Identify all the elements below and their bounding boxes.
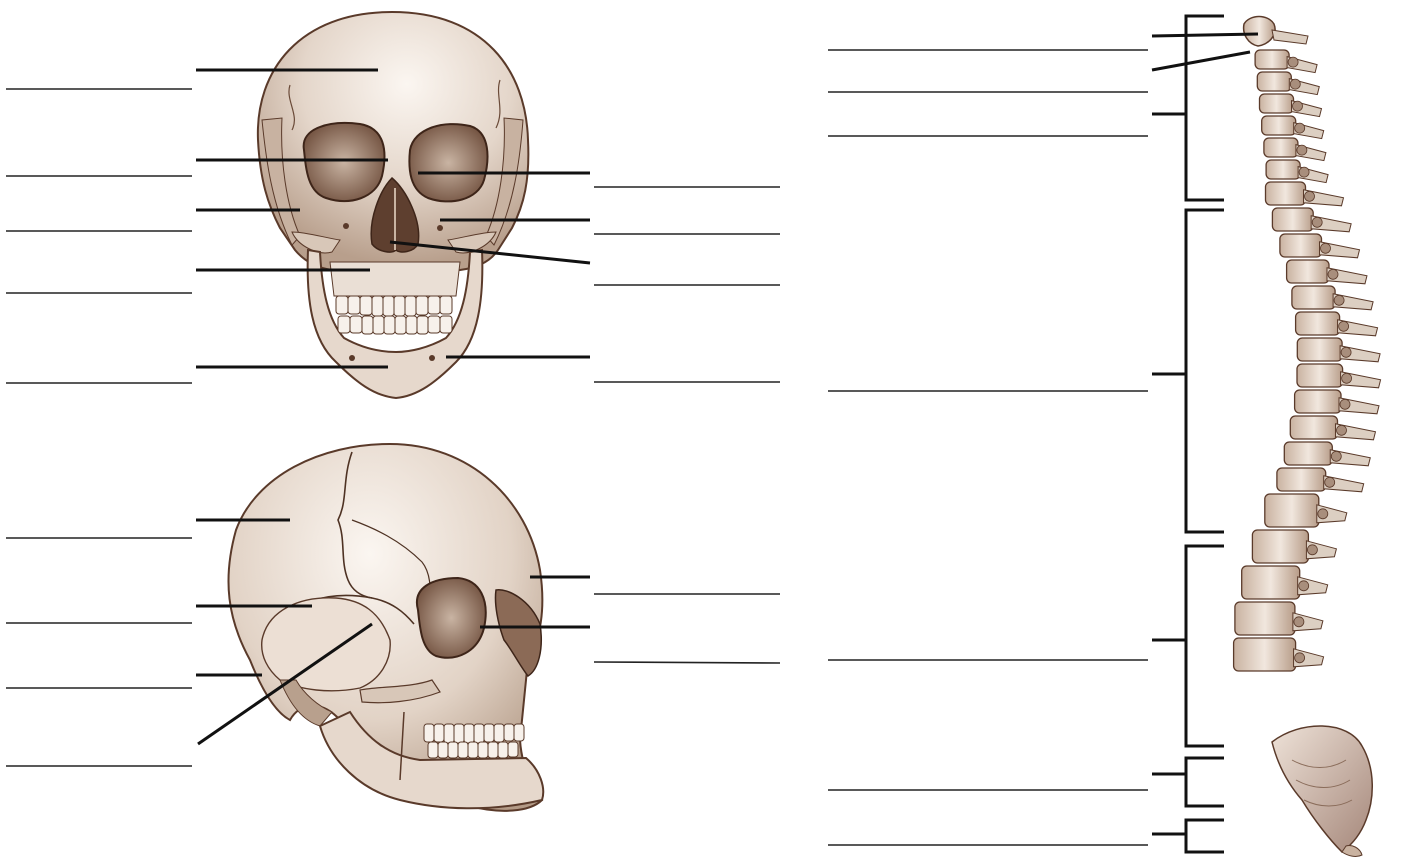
vertebral-body (1257, 72, 1291, 91)
articular-process (1337, 425, 1347, 435)
articular-process (1299, 167, 1309, 177)
vertebral-body (1287, 260, 1329, 283)
vertebral-body (1266, 160, 1300, 179)
articular-process (1321, 243, 1331, 253)
temporal-bone (262, 598, 391, 691)
atlas-vertebra (1244, 17, 1275, 47)
articular-process (1293, 101, 1303, 111)
articular-process (1297, 145, 1307, 155)
leader-line (1152, 34, 1258, 36)
articular-process (1295, 653, 1305, 663)
leader-line (1152, 52, 1250, 70)
articular-process (1305, 191, 1315, 201)
articular-process (1318, 509, 1328, 519)
lumbar-bracket (1152, 546, 1224, 746)
articular-process (1331, 451, 1341, 461)
vertebral-column-illustration (1234, 17, 1381, 672)
vertebral-body (1272, 208, 1313, 231)
vertebral-body (1297, 338, 1342, 361)
lateral-teeth (424, 724, 524, 758)
sacrum (1272, 726, 1372, 852)
articular-process (1341, 347, 1351, 357)
vertebral-body (1297, 364, 1343, 387)
articular-process (1325, 477, 1335, 487)
articular-process (1312, 217, 1322, 227)
articular-process (1307, 545, 1317, 555)
answer-blanks[interactable] (6, 50, 1148, 845)
spinous-process (1272, 30, 1308, 44)
lateral-orbit (417, 578, 486, 658)
vertebral-body (1280, 234, 1322, 257)
vertebral-body (1235, 602, 1295, 635)
sacrum-coccyx (1272, 726, 1372, 856)
articular-process (1334, 295, 1344, 305)
vertebral-body (1295, 390, 1341, 413)
right-orbit (409, 124, 487, 201)
sacral-bracket (1152, 758, 1224, 806)
vertebral-body (1296, 312, 1340, 335)
articular-process (1299, 581, 1309, 591)
vertebral-body (1242, 566, 1300, 599)
left-orbit (304, 123, 385, 201)
articular-process (1288, 57, 1298, 67)
vertebral-body (1234, 638, 1296, 671)
articular-process (1328, 269, 1338, 279)
articular-process (1342, 373, 1352, 383)
vertebral-body (1260, 94, 1294, 113)
vertebral-body (1284, 442, 1332, 465)
vertebral-body (1266, 182, 1306, 205)
articular-process (1339, 321, 1349, 331)
vertebral-body (1265, 494, 1319, 527)
cervical-bracket (1152, 16, 1224, 200)
vertebral-body (1290, 416, 1337, 439)
region-brackets (1152, 16, 1224, 852)
anterior-teeth (336, 296, 452, 334)
vertebral-body (1255, 50, 1289, 69)
vertebral-body (1277, 468, 1326, 491)
vertebral-body (1292, 286, 1335, 309)
articular-process (1290, 79, 1300, 89)
vertebral-body (1264, 138, 1298, 157)
vertebral-body (1252, 530, 1308, 563)
coccygeal-bracket (1152, 820, 1224, 852)
articular-process (1295, 123, 1305, 133)
coccyx (1342, 845, 1362, 856)
articular-process (1340, 399, 1350, 409)
vertebral-body (1262, 116, 1296, 135)
thoracic-bracket (1152, 210, 1224, 532)
articular-process (1294, 617, 1304, 627)
answer-blank[interactable] (594, 662, 780, 663)
